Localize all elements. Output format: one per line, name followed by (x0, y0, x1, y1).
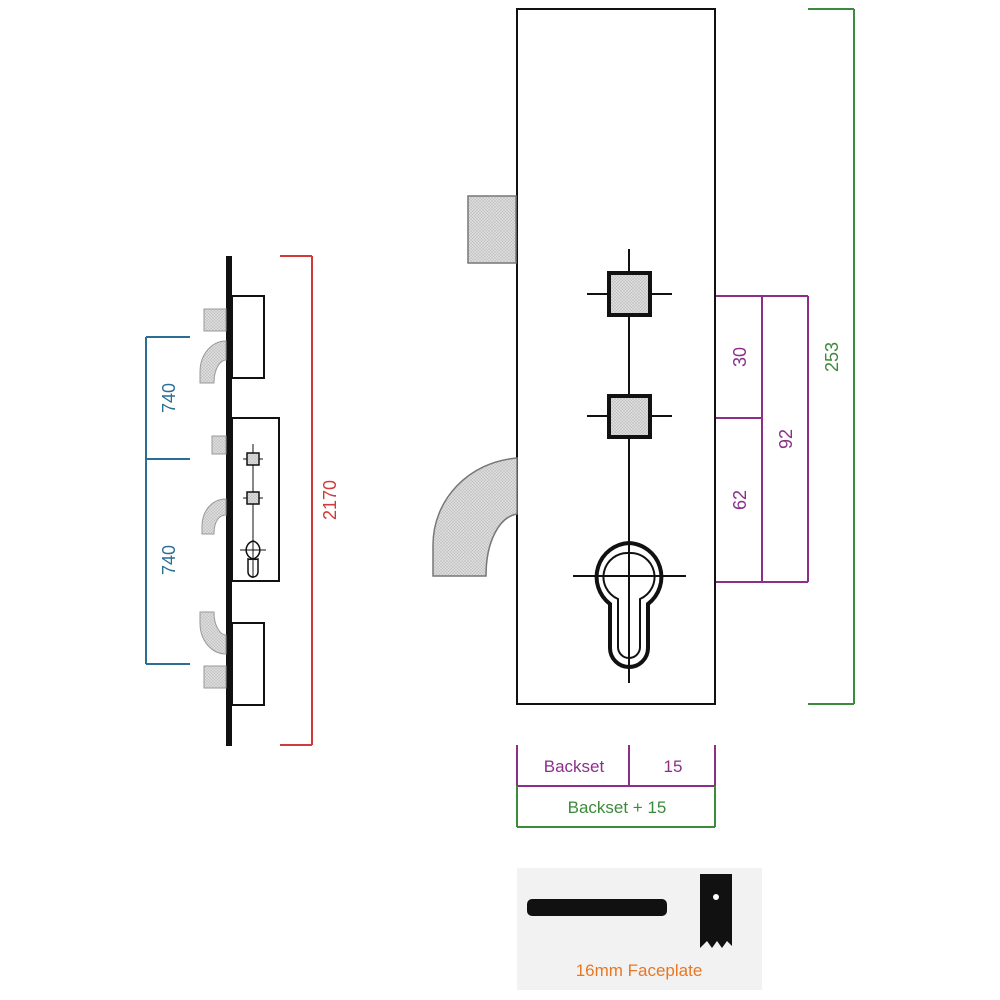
backset-total-label: Backset + 15 (568, 798, 667, 817)
small-cylinder-icon (245, 540, 261, 578)
faceplate-panel: 16mm Faceplate (517, 868, 762, 990)
lower-spacing-label: 740 (159, 545, 179, 575)
cylinder-centre-62-label: 62 (730, 490, 750, 510)
small-spindle-upper-icon (246, 452, 260, 466)
top-hook-case (231, 295, 265, 379)
bottom-roller (203, 665, 227, 689)
spindle-centre-30-label: 30 (730, 347, 750, 367)
middle-spindle-follower-icon (607, 394, 652, 439)
faceplate-bar (226, 256, 232, 746)
euro-cylinder-icon (594, 540, 664, 669)
latch-icon (211, 435, 227, 455)
total-height-label: 2170 (320, 480, 340, 520)
top-hook-icon (199, 340, 227, 384)
hook-bolt-icon (432, 457, 518, 577)
total-height-dimension (280, 255, 313, 746)
full-lock-elevation: 740 740 2170 (145, 255, 340, 746)
case-length-dimension (808, 8, 855, 705)
faceplate-end-profile-icon (700, 874, 732, 948)
top-spindle-follower-icon (607, 271, 652, 317)
latch-bolt-icon (467, 195, 517, 264)
upper-spacing-label: 740 (159, 383, 179, 413)
case-length-label: 253 (822, 342, 842, 372)
backset-dimension (516, 745, 716, 828)
bottom-hook-icon (199, 611, 227, 655)
backset-label: Backset (544, 757, 605, 776)
centre-case-detail: 30 62 92 253 Backset 15 Backset + 15 (432, 8, 855, 828)
spacing-dimension (145, 336, 190, 665)
faceplate-side-bar-icon (527, 899, 667, 916)
top-roller (203, 308, 227, 332)
bottom-hook-case (231, 622, 265, 706)
backset-offset-label: 15 (664, 757, 683, 776)
centres-dimension (716, 295, 809, 583)
small-spindle-lower-icon (246, 491, 260, 505)
center-hook-icon (201, 498, 227, 535)
faceplate-label: 16mm Faceplate (576, 961, 703, 980)
case-body (516, 8, 716, 705)
centre-92-label: 92 (776, 429, 796, 449)
